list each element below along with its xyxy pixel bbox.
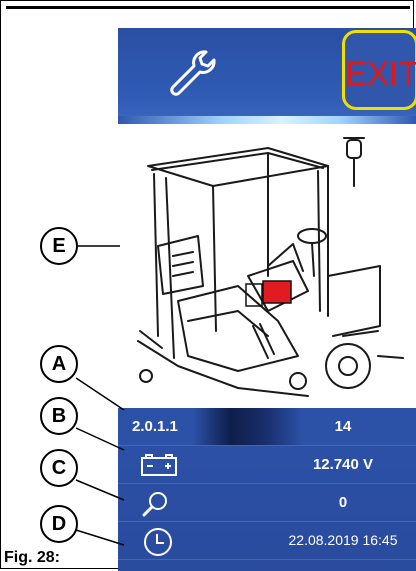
battery-voltage: 12.740 V (312, 456, 374, 473)
callout-c: C (40, 449, 78, 487)
figure-caption: Fig. 28: (4, 549, 61, 566)
top-rule (6, 6, 410, 9)
magnifier-icon[interactable] (142, 490, 170, 518)
header-highlight (118, 116, 416, 124)
machine-illustration (118, 126, 416, 408)
display-screen: EXIT (118, 28, 416, 571)
search-count: 0 (338, 494, 348, 511)
exit-label: EXIT (345, 55, 416, 92)
battery-row: 12.740 V (118, 446, 416, 484)
status-panel: 2.0.1.1 14 12.740 V 0 22.08.2019 16:45 (118, 408, 416, 571)
clock-icon (144, 528, 172, 556)
callout-a: A (40, 345, 78, 383)
callout-d: D (40, 505, 78, 543)
software-version: 2.0.1.1 (132, 418, 178, 435)
screen-header: EXIT (118, 28, 416, 122)
software-number: 14 (334, 418, 352, 435)
search-row: 0 (118, 484, 416, 522)
date-time: 22.08.2019 16:45 (288, 532, 398, 548)
battery-icon (141, 454, 177, 476)
clock-row: 22.08.2019 16:45 (118, 522, 416, 560)
exit-button[interactable]: EXIT (342, 30, 416, 110)
callout-b: B (40, 397, 78, 435)
software-row: 2.0.1.1 14 (118, 408, 416, 446)
callout-e: E (40, 227, 78, 265)
wrench-icon[interactable] (166, 46, 220, 100)
